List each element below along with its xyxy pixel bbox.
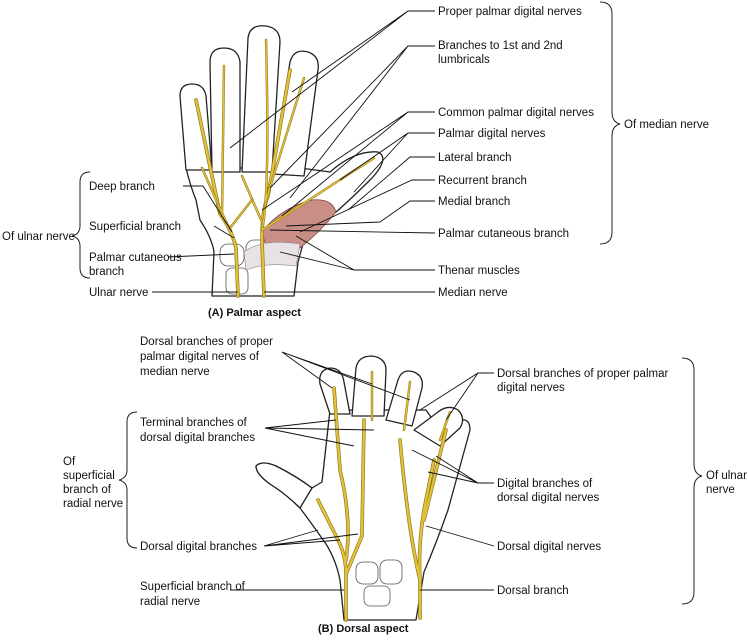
ulnar-nerve-branches <box>194 64 254 298</box>
caption-dorsal-aspect: (B) Dorsal aspect <box>318 623 409 635</box>
label-dorsal-branches-proper-palmar-line2: digital nerves <box>497 382 565 394</box>
label-superficial-radial-line2: radial nerve <box>140 596 200 608</box>
dorsal-ring-finger <box>385 370 423 427</box>
label-digital-branches-line2: dorsal digital nerves <box>497 492 600 504</box>
palmar-little-finger <box>179 83 213 171</box>
label-of-superficial-line4: radial nerve <box>63 498 123 510</box>
label-palmar-cutaneous-branch: Palmar cutaneous branch <box>438 228 569 240</box>
label-of-ulnar-nerve: Of ulnar nerve <box>2 231 75 243</box>
dorsal-little-finger <box>413 406 464 447</box>
label-dorsal-branches-median-line2: palmar digital nerves of <box>140 351 260 363</box>
dorsal-thumb <box>255 462 313 509</box>
dorsal-labels: Dorsal branches of proper palmar digital… <box>63 336 747 635</box>
label-ulnar-nerve: Ulnar nerve <box>89 287 148 299</box>
palmar-ring-finger <box>209 47 241 173</box>
label-medial-branch: Medial branch <box>438 196 510 208</box>
label-digital-branches-line1: Digital branches of <box>497 478 593 490</box>
palmar-labels: Proper palmar digital nerves Branches to… <box>2 6 709 319</box>
caption-palmar-aspect: (A) Palmar aspect <box>208 307 301 319</box>
label-palmar-cutaneous-line2: branch <box>89 266 124 278</box>
flexor-retinaculum <box>243 241 301 271</box>
brace-of-ulnar-nerve <box>71 171 91 279</box>
palmar-hand-drawing <box>179 25 384 298</box>
label-common-palmar-digital-nerves: Common palmar digital nerves <box>438 107 594 119</box>
label-branches-lumbricals-line2: lumbricals <box>438 54 490 66</box>
label-palmar-digital-nerves: Palmar digital nerves <box>438 128 546 140</box>
label-of-median-nerve: Of median nerve <box>624 119 709 131</box>
label-of-superficial-line3: branch of <box>63 484 112 496</box>
palmar-leader-lines <box>152 10 436 293</box>
label-terminal-branches-line2: dorsal digital branches <box>140 432 255 444</box>
brace-of-ulnar-nerve-dorsal <box>681 357 703 605</box>
label-dorsal-branches-median-line3: median nerve <box>140 366 210 378</box>
label-terminal-branches-line1: Terminal branches of <box>140 417 248 429</box>
palmar-middle-finger <box>241 25 281 173</box>
label-of-ulnar-line2: nerve <box>706 484 735 496</box>
label-of-ulnar-line1: Of ulnar <box>706 470 747 482</box>
label-dorsal-digital-nerves: Dorsal digital nerves <box>497 541 601 553</box>
label-median-nerve: Median nerve <box>438 287 508 299</box>
label-deep-branch: Deep branch <box>89 181 155 193</box>
brace-of-median-nerve <box>599 1 621 245</box>
brace-of-superficial-radial <box>118 411 138 549</box>
label-dorsal-branches-median-line1: Dorsal branches of proper <box>140 336 273 348</box>
label-dorsal-digital-branches: Dorsal digital branches <box>140 541 257 553</box>
label-of-superficial-line2: superficial <box>63 470 115 482</box>
label-thenar-muscles: Thenar muscles <box>438 265 520 277</box>
dorsal-leader-lines <box>230 351 495 591</box>
dorsal-hand-drawing <box>255 355 471 622</box>
label-lateral-branch: Lateral branch <box>438 152 512 164</box>
label-recurrent-branch: Recurrent branch <box>438 175 527 187</box>
dorsal-middle-finger <box>351 355 387 417</box>
label-superficial-radial-line1: Superficial branch of <box>140 581 246 593</box>
label-branches-lumbricals-line1: Branches to 1st and 2nd <box>438 40 563 52</box>
label-dorsal-branches-proper-palmar-line1: Dorsal branches of proper palmar <box>497 368 668 380</box>
label-palmar-cutaneous-line1: Palmar cutaneous <box>89 252 182 264</box>
label-dorsal-branch: Dorsal branch <box>497 585 569 597</box>
dorsal-bones <box>355 559 403 607</box>
label-superficial-branch: Superficial branch <box>89 221 181 233</box>
label-of-superficial-line1: Of <box>63 456 76 468</box>
label-proper-palmar-digital-nerves: Proper palmar digital nerves <box>438 6 582 18</box>
